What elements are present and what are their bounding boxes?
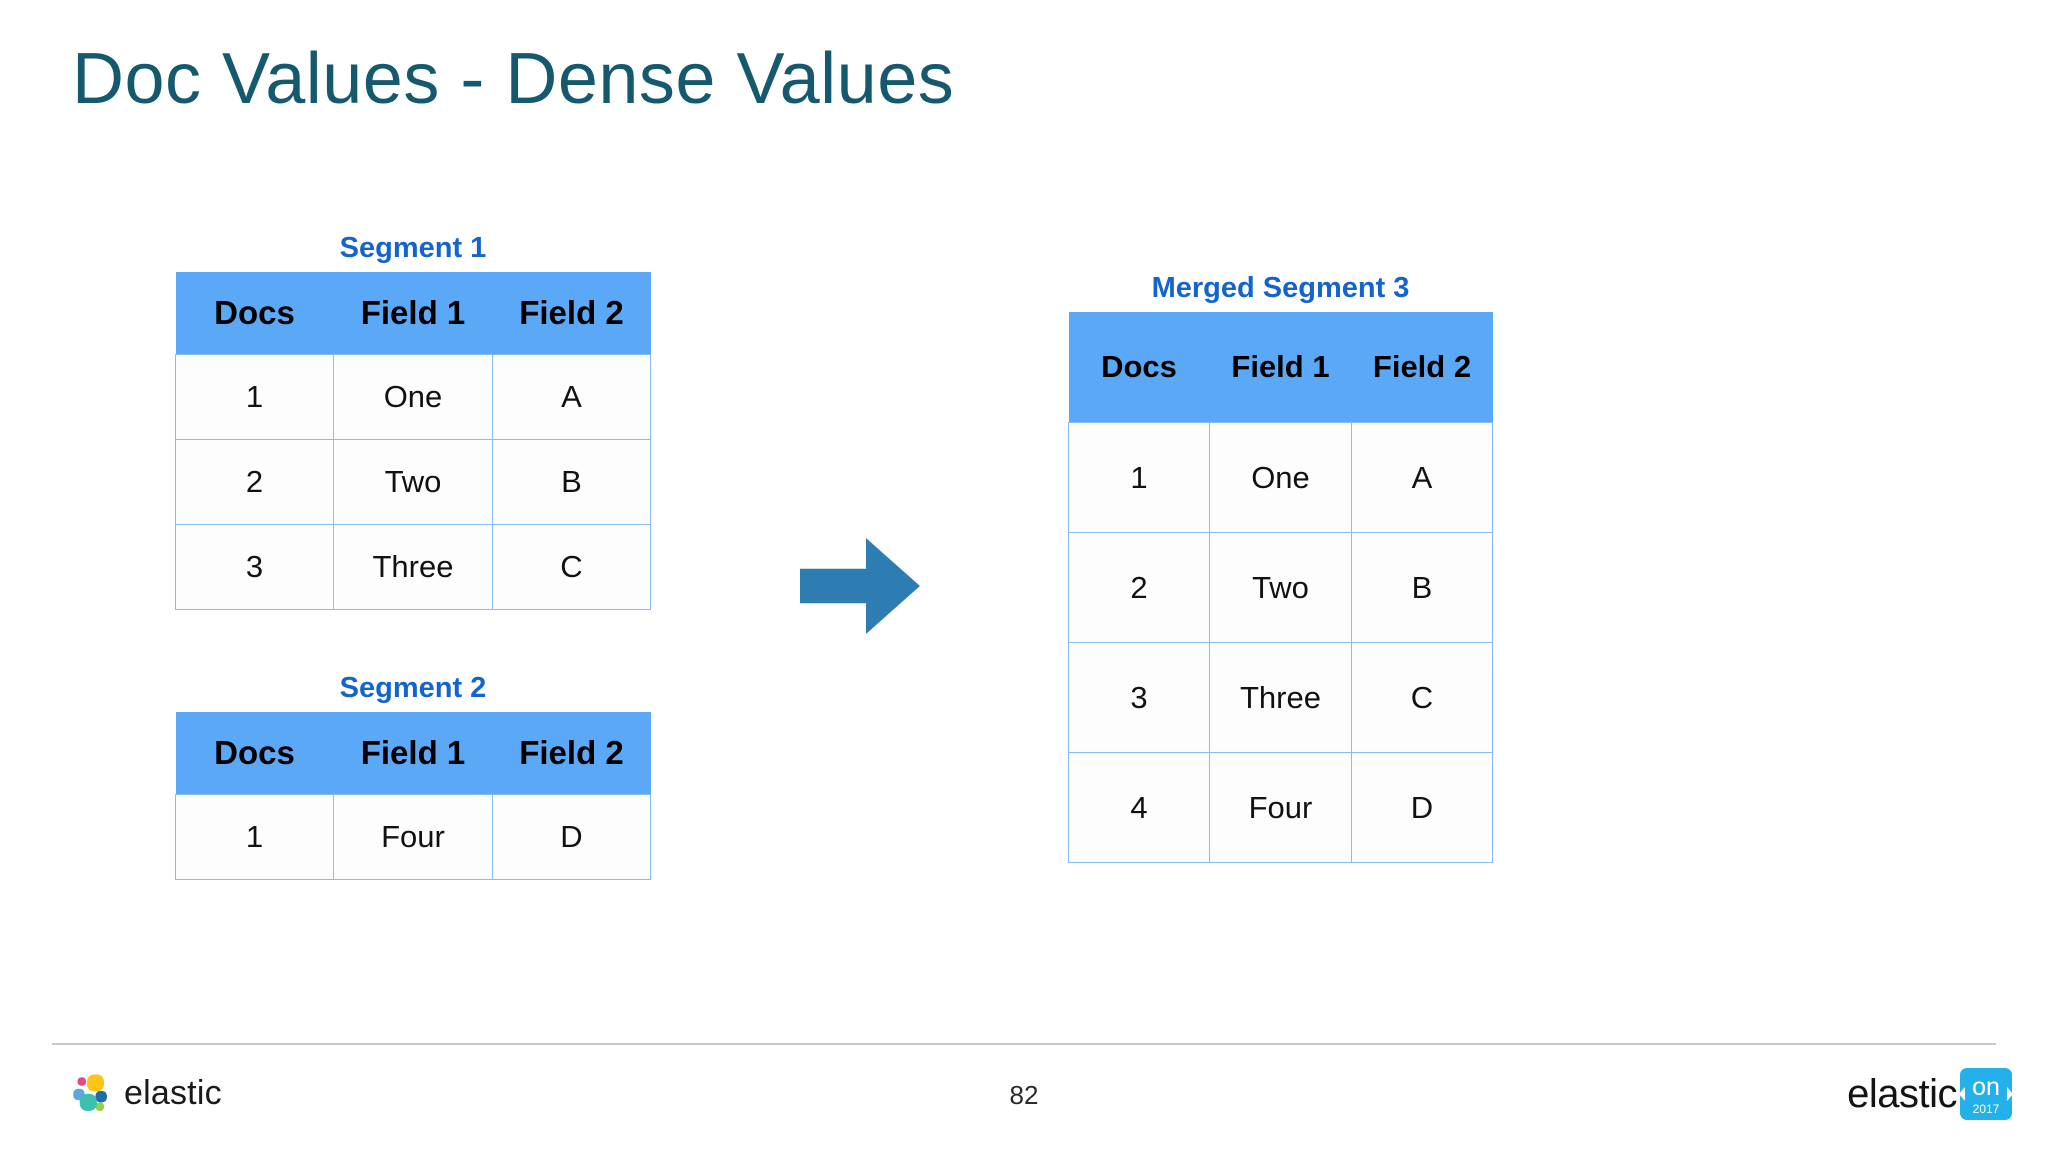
table-row: 1 One A <box>1068 422 1493 533</box>
cell-field-1: Two <box>1209 532 1352 643</box>
table-header-row: Docs Field 1 Field 2 <box>175 272 651 355</box>
column-header-field-1: Field 1 <box>333 712 493 795</box>
segment-2-block: Segment 2 Docs Field 1 Field 2 1 Four D <box>175 672 651 880</box>
column-header-docs: Docs <box>175 712 334 795</box>
column-header-docs: Docs <box>175 272 334 355</box>
segment-2-table: Docs Field 1 Field 2 1 Four D <box>175 712 651 880</box>
cell-docs: 2 <box>1068 532 1210 643</box>
table-row: 3 Three C <box>1068 642 1493 753</box>
column-header-field-2: Field 2 <box>492 272 651 355</box>
column-header-field-2: Field 2 <box>492 712 651 795</box>
merged-segment-caption: Merged Segment 3 <box>1151 272 1410 304</box>
cell-docs: 4 <box>1068 752 1210 863</box>
cell-field-2: B <box>492 439 651 525</box>
cell-field-2: B <box>1351 532 1493 643</box>
cell-docs: 1 <box>175 794 334 880</box>
cell-field-2: C <box>492 524 651 610</box>
column-header-field-2: Field 2 <box>1351 312 1493 423</box>
footer-brand: elastic <box>66 1070 222 1116</box>
table-row: 1 One A <box>175 354 651 440</box>
table-row: 3 Three C <box>175 524 651 610</box>
cell-field-1: One <box>1209 422 1352 533</box>
segment-1-block: Segment 1 Docs Field 1 Field 2 1 One A 2… <box>175 232 651 610</box>
table-header-row: Docs Field 1 Field 2 <box>1068 312 1493 423</box>
column-header-field-1: Field 1 <box>333 272 493 355</box>
cell-field-2: D <box>492 794 651 880</box>
merged-segment-table: Docs Field 1 Field 2 1 One A 2 Two B 3 T… <box>1068 312 1493 863</box>
segment-1-table: Docs Field 1 Field 2 1 One A 2 Two B 3 T… <box>175 272 651 610</box>
cell-field-2: D <box>1351 752 1493 863</box>
table-row: 2 Two B <box>1068 532 1493 643</box>
segment-1-caption: Segment 1 <box>339 232 487 264</box>
cell-field-1: Four <box>333 794 493 880</box>
cell-docs: 1 <box>175 354 334 440</box>
cell-docs: 2 <box>175 439 334 525</box>
table-row: 2 Two B <box>175 439 651 525</box>
elasticon-badge-on: on <box>1972 1073 2000 1101</box>
elastic-wordmark: elastic <box>124 1074 222 1112</box>
cell-field-2: A <box>492 354 651 440</box>
cell-docs: 3 <box>175 524 334 610</box>
arrow-right-icon <box>800 538 920 634</box>
cell-field-1: One <box>333 354 493 440</box>
cell-field-2: C <box>1351 642 1493 753</box>
cell-field-1: Two <box>333 439 493 525</box>
cell-docs: 3 <box>1068 642 1210 753</box>
page-number: 82 <box>1009 1080 1039 1110</box>
segment-2-caption: Segment 2 <box>339 672 487 704</box>
merged-segment-block: Merged Segment 3 Docs Field 1 Field 2 1 … <box>1068 272 1493 863</box>
elasticon-badge-year: 2017 <box>1972 1102 2000 1116</box>
page-title: Doc Values - Dense Values <box>72 39 955 119</box>
cell-field-1: Three <box>1209 642 1352 753</box>
merge-arrow <box>800 538 920 634</box>
elasticon-wordmark: elastic <box>1847 1072 1957 1116</box>
column-header-docs: Docs <box>1068 312 1210 423</box>
elasticon-badge-icon: on 2017 <box>1960 1068 2012 1120</box>
elasticon-logo: elastic on 2017 <box>1847 1068 2012 1120</box>
cell-field-1: Three <box>333 524 493 610</box>
elastic-logo-icon <box>66 1070 112 1116</box>
footer-divider <box>52 1043 1996 1045</box>
table-header-row: Docs Field 1 Field 2 <box>175 712 651 795</box>
cell-docs: 1 <box>1068 422 1210 533</box>
table-row: 1 Four D <box>175 794 651 880</box>
cell-field-2: A <box>1351 422 1493 533</box>
cell-field-1: Four <box>1209 752 1352 863</box>
column-header-field-1: Field 1 <box>1209 312 1352 423</box>
table-row: 4 Four D <box>1068 752 1493 863</box>
